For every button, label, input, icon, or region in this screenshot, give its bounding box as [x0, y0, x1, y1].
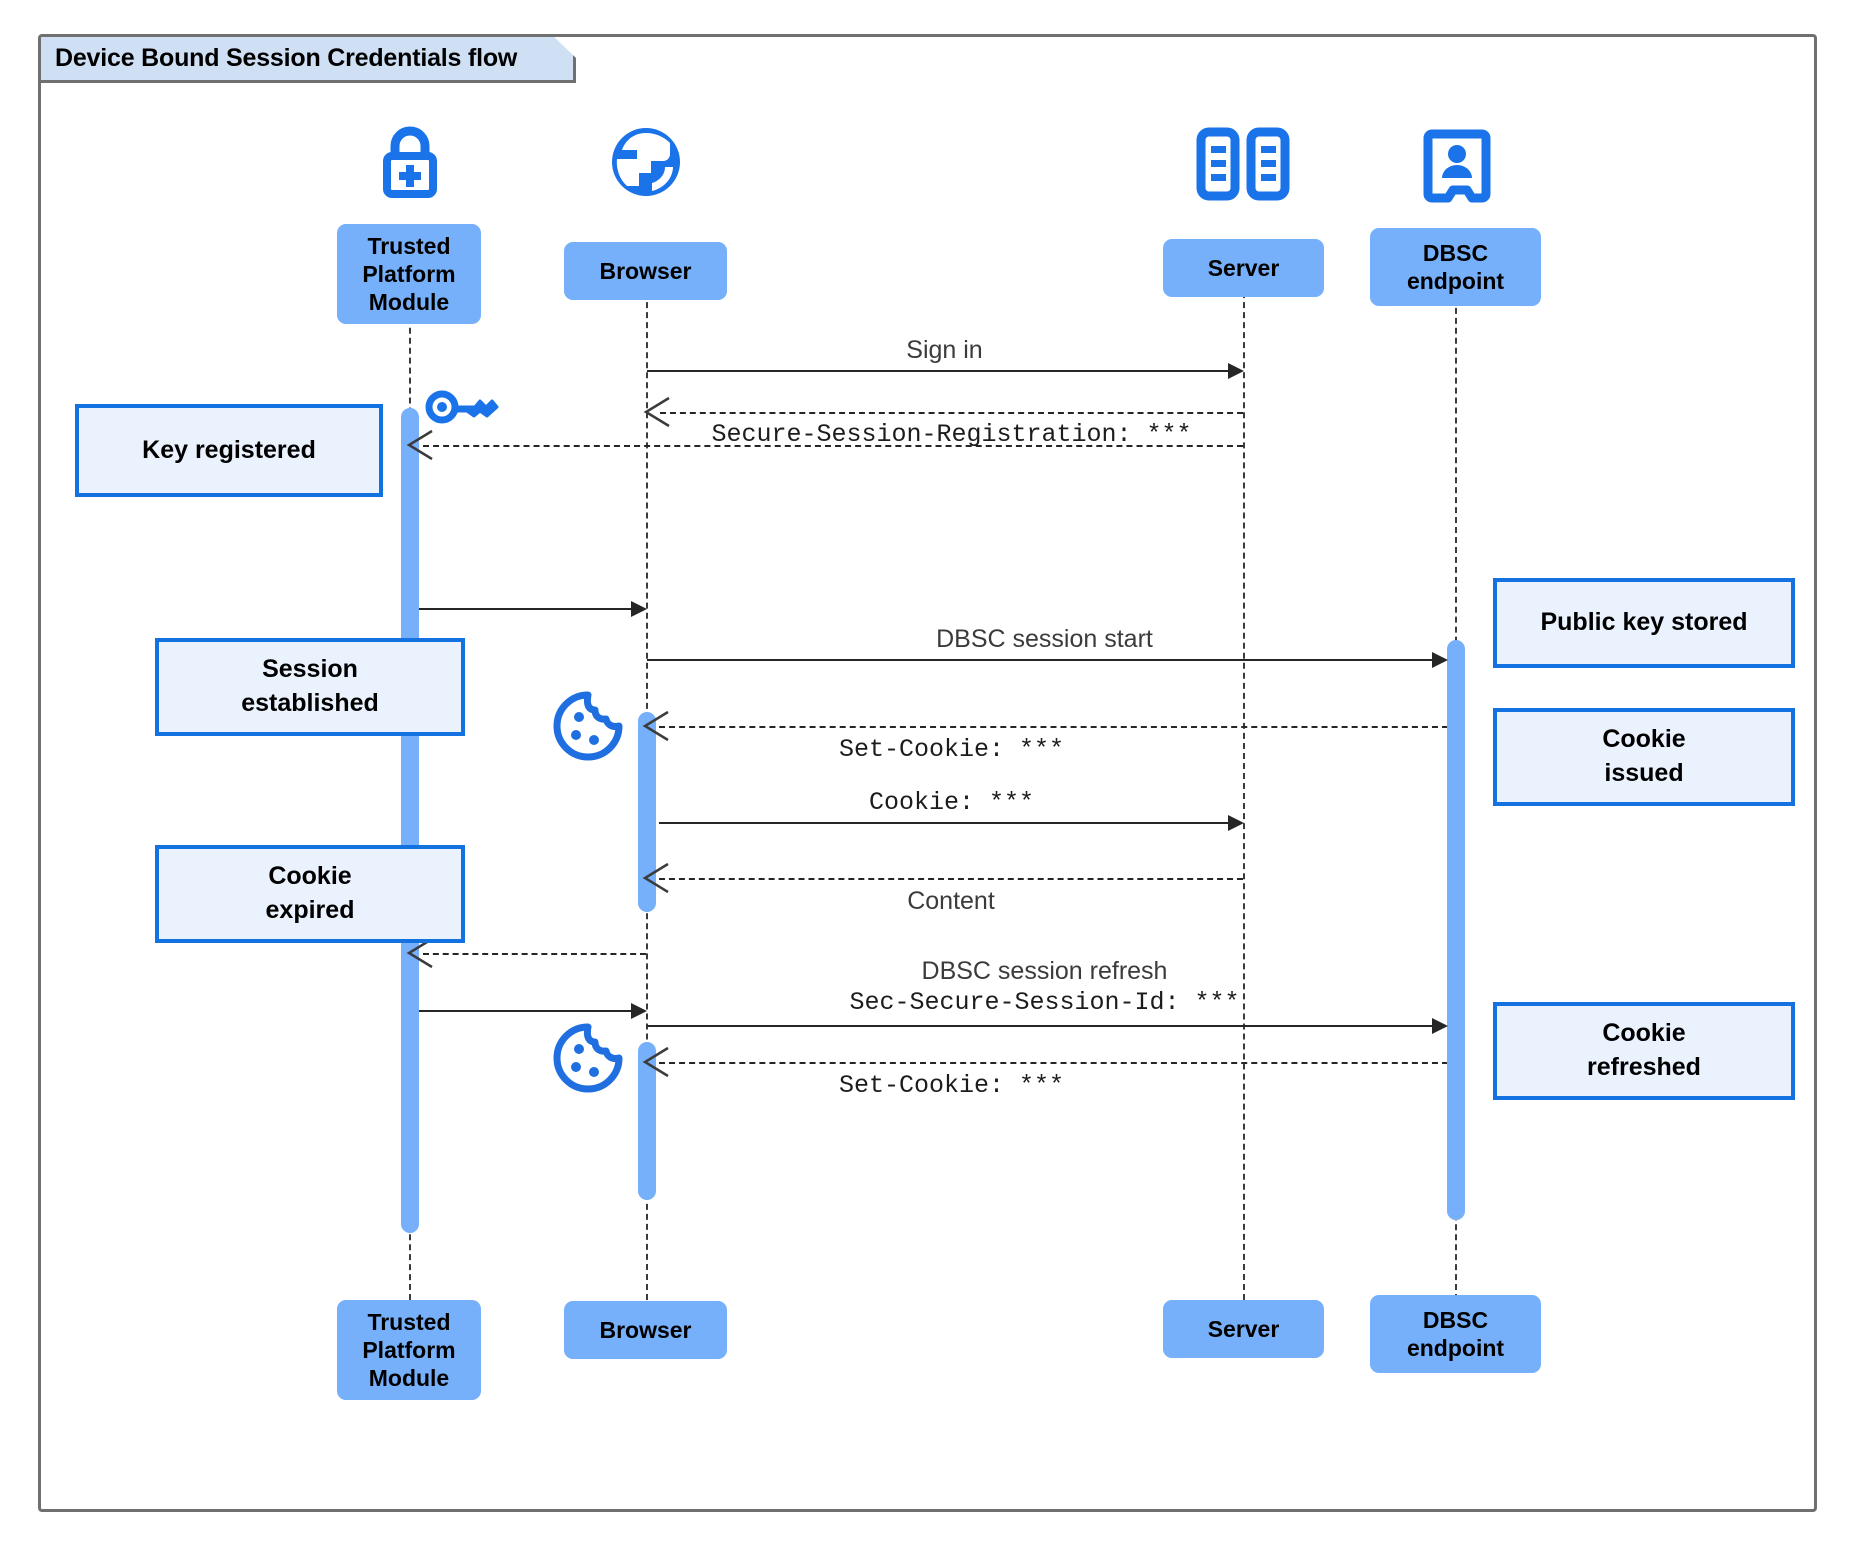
- message-arrowhead-m1: [1228, 363, 1244, 379]
- note-cookie-issued: Cookie issued: [1493, 708, 1795, 806]
- globe-icon: [607, 123, 685, 201]
- message-label-m8: Content: [907, 887, 995, 915]
- note-text: Key registered: [142, 435, 316, 464]
- note-text: Session established: [241, 655, 379, 717]
- participant-browser-bottom[interactable]: Browser: [564, 1301, 727, 1359]
- message-label-m11-line1: DBSC session refresh: [921, 957, 1168, 985]
- cookie-icon: [550, 690, 626, 762]
- message-arrowhead-m3: [406, 429, 434, 461]
- message-arrowhead-m10: [631, 1003, 647, 1019]
- message-arrowhead-m8: [642, 862, 670, 894]
- participant-label: Trusted Platform Module: [362, 232, 456, 316]
- participant-label: Trusted Platform Module: [362, 1308, 456, 1392]
- key-icon: [425, 387, 499, 427]
- participant-dbsc-top[interactable]: DBSC endpoint: [1370, 228, 1541, 306]
- message-line-m11: [647, 1025, 1434, 1027]
- message-label-m11-line2: Sec-Secure-Session-Id: ***: [849, 988, 1240, 1017]
- message-line-m1: [647, 370, 1229, 372]
- activation-tpm: [401, 408, 419, 1233]
- activation-browser-session: [638, 712, 656, 912]
- note-cookie-expired: Cookie expired: [155, 845, 465, 943]
- message-line-m3: [423, 445, 1243, 447]
- participant-label: Server: [1207, 1315, 1280, 1342]
- message-line-m6: [659, 726, 1448, 728]
- message-line-m8: [659, 878, 1243, 880]
- message-line-m4: [419, 608, 632, 610]
- participant-tpm-top[interactable]: Trusted Platform Module: [337, 224, 481, 324]
- message-line-m7: [659, 822, 1229, 824]
- message-arrowhead-m12: [642, 1046, 670, 1078]
- message-label-m12: Set-Cookie: ***: [838, 1071, 1065, 1100]
- participant-browser-top[interactable]: Browser: [564, 242, 727, 300]
- diagram-frame: [38, 34, 1817, 1512]
- message-line-m9: [423, 953, 646, 955]
- message-line-m2: [660, 412, 1243, 414]
- participant-server-bottom[interactable]: Server: [1163, 1300, 1324, 1358]
- participant-tpm-bottom[interactable]: Trusted Platform Module: [337, 1300, 481, 1400]
- message-arrowhead-m11: [1432, 1018, 1448, 1034]
- participant-label: Browser: [599, 257, 692, 284]
- diagram-title-tab: Device Bound Session Credentials flow: [41, 37, 576, 83]
- message-arrowhead-m4: [631, 601, 647, 617]
- note-session-established: Session established: [155, 638, 465, 736]
- message-arrowhead-m6: [642, 710, 670, 742]
- note-cookie-refreshed: Cookie refreshed: [1493, 1002, 1795, 1100]
- message-label-m2: Secure-Session-Registration: ***: [711, 420, 1192, 449]
- note-text: Cookie refreshed: [1587, 1019, 1701, 1081]
- message-label-m6: Set-Cookie: ***: [838, 735, 1065, 764]
- activation-dbsc: [1447, 640, 1465, 1220]
- participant-label: Browser: [599, 1316, 692, 1343]
- message-label-m5: DBSC session start: [936, 625, 1153, 653]
- message-line-m5: [647, 659, 1434, 661]
- lifeline-server: [1243, 252, 1245, 1300]
- server-racks-icon: [1196, 127, 1290, 201]
- participant-label: DBSC endpoint: [1406, 239, 1505, 294]
- message-arrowhead-m5: [1432, 652, 1448, 668]
- message-line-m10: [419, 1010, 632, 1012]
- message-label-m11: DBSC session refresh Sec-Secure-Session-…: [647, 955, 1442, 1019]
- note-text: Cookie expired: [265, 862, 355, 924]
- note-public-key-stored: Public key stored: [1493, 578, 1795, 668]
- message-line-m12: [659, 1062, 1448, 1064]
- message-arrowhead-m9: [406, 937, 434, 969]
- cookie-icon: [550, 1022, 626, 1094]
- note-text: Public key stored: [1540, 608, 1748, 637]
- lock-plus-icon: [369, 120, 451, 202]
- participant-label: Server: [1207, 254, 1280, 281]
- activation-browser-refresh: [638, 1042, 656, 1200]
- participant-label: DBSC endpoint: [1406, 1306, 1505, 1361]
- participant-dbsc-bottom[interactable]: DBSC endpoint: [1370, 1295, 1541, 1373]
- note-text: Cookie issued: [1602, 725, 1686, 787]
- message-arrowhead-m2: [643, 396, 671, 428]
- note-key-registered: Key registered: [75, 404, 383, 497]
- id-badge-icon: [1423, 128, 1491, 204]
- message-arrowhead-m7: [1228, 815, 1244, 831]
- message-label-m7: Cookie: ***: [868, 788, 1035, 817]
- message-label-m1: Sign in: [906, 336, 983, 364]
- participant-server-top[interactable]: Server: [1163, 239, 1324, 297]
